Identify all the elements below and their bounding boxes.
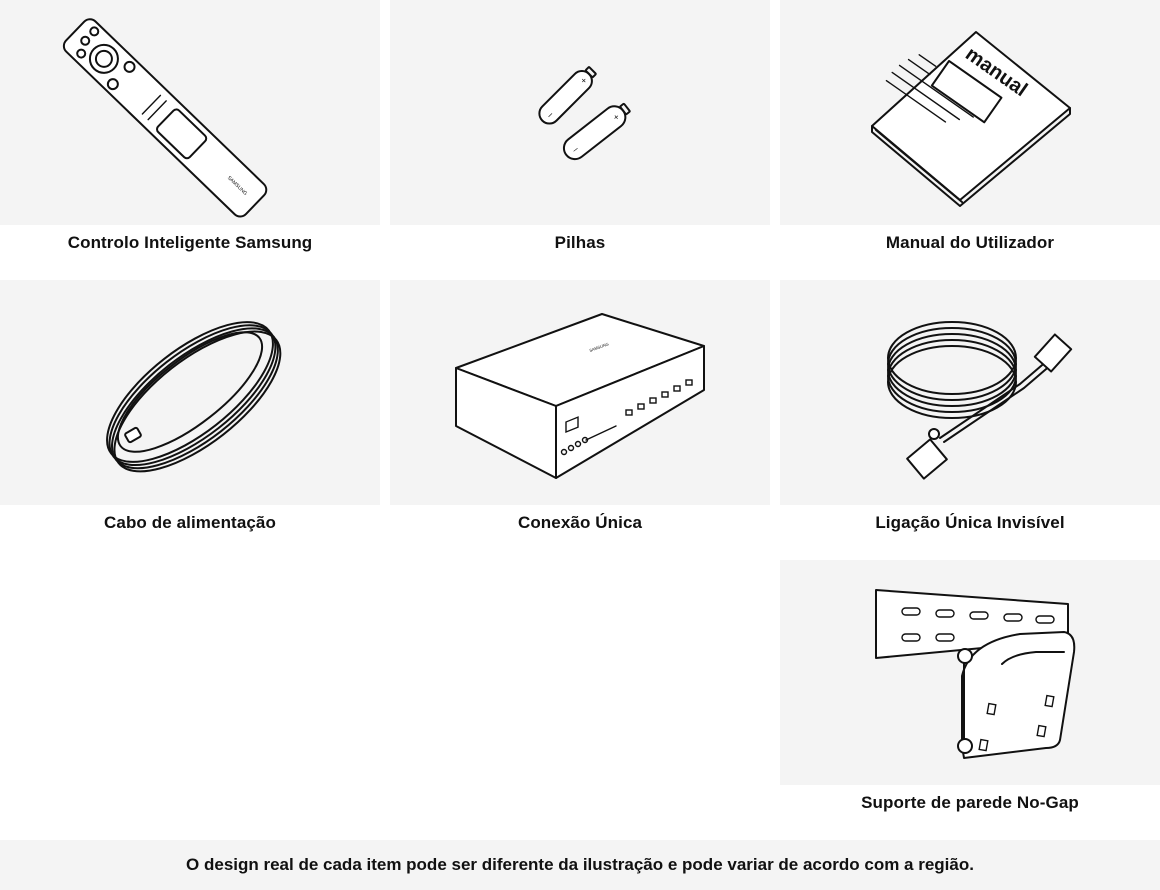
svg-text:–: –	[544, 109, 555, 120]
item-label-invisible-connection: Ligação Única Invisível	[875, 513, 1065, 532]
item-image-batteries: + – + –	[390, 0, 770, 225]
disclaimer-bar: O design real de cada item pode ser dife…	[0, 840, 1160, 890]
box-brand-text: SAMSUNG	[589, 341, 610, 353]
batteries-icon: + – + –	[538, 66, 631, 161]
svg-text:+: +	[611, 112, 621, 123]
item-image-remote: SAMSUNG	[0, 0, 380, 225]
item-label-power-cable: Cabo de alimentação	[104, 513, 276, 532]
wall-mount-icon	[875, 589, 1076, 759]
item-label-remote: Controlo Inteligente Samsung	[67, 233, 313, 252]
svg-text:–: –	[570, 144, 580, 155]
item-label-batteries: Pilhas	[554, 233, 606, 252]
one-connect-box-icon: SAMSUNG	[455, 313, 705, 479]
item-label-wall-mount: Suporte de parede No-Gap	[861, 793, 1079, 812]
item-image-invisible-connection	[780, 280, 1160, 505]
power-cable-icon	[106, 321, 282, 473]
disclaimer-text: O design real de cada item pode ser dife…	[186, 855, 974, 874]
invisible-connection-cable-icon	[887, 321, 1073, 480]
item-image-manual: manual	[780, 0, 1160, 225]
svg-text:+: +	[578, 75, 589, 86]
item-image-one-connect: SAMSUNG	[390, 280, 770, 505]
item-label-manual: Manual do Utilizador	[885, 233, 1055, 252]
item-image-power-cable	[0, 280, 380, 505]
item-image-wall-mount	[780, 560, 1160, 785]
item-label-one-connect: Conexão Única	[517, 513, 643, 532]
manual-book-icon: manual	[871, 31, 1071, 207]
remote-control-icon: SAMSUNG	[62, 18, 268, 218]
